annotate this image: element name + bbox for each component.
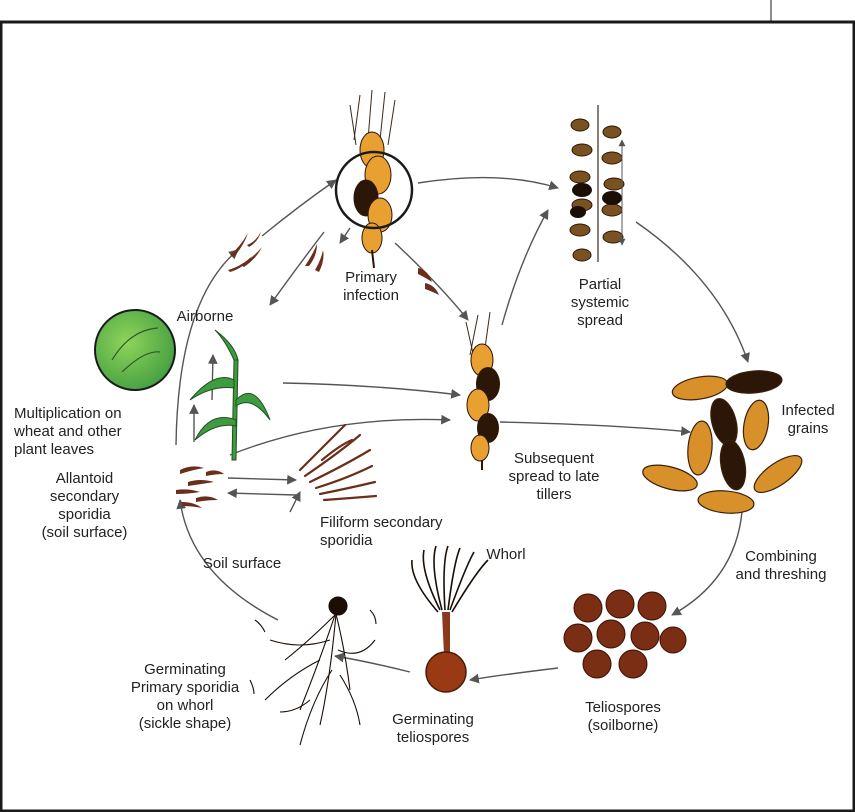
label-teliospores: Teliospores (soilborne) [568,699,678,735]
primary-sporidia-whorl [250,597,376,745]
infected-grains [640,369,807,516]
arrow-plant-up-2 [212,355,213,400]
partial-systemic-spike [570,105,624,262]
label-infected-grains: Infected grains [770,402,846,438]
arrow-to-partial-spread [418,178,558,188]
allantoid-sporidia [176,466,224,508]
arrow-airborne-to-spike [262,180,336,236]
label-airborne: Airborne [165,308,245,326]
germinating-teliospore [412,546,488,692]
label-whorl: Whorl [476,546,536,564]
label-filiform: Filiform secondary sporidia [320,514,500,550]
wheat-seedling [190,330,270,460]
arrow-allantoid-to-filiform [228,478,296,480]
late-tiller-spike [466,312,500,470]
arrow-teliospores-to-germinating [470,668,558,680]
filiform-sporidia [300,425,376,500]
primary-infection-spike [336,90,412,268]
label-subsequent-spread: Subsequent spread to late tillers [494,450,614,504]
label-germinating-primary: Germinating Primary sporidia on whorl (s… [110,661,260,733]
label-multiplication: Multiplication on wheat and other plant … [14,405,174,459]
label-soil-surface: Soil surface [182,555,302,573]
arrow-filiform-to-allantoid [228,493,296,495]
teliospores-cluster [564,590,686,678]
label-partial-systemic-spread: Partial systemic spread [560,276,640,330]
leaf-magnifier [95,310,175,390]
label-germinating-teliospores: Germinating teliospores [378,711,488,747]
arrow-late-to-partial [502,210,548,325]
arrow-leaf-to-grains [500,422,690,432]
arrow-spike-down-2 [340,228,350,243]
arrow-partial-to-grains [636,222,748,362]
label-allantoid: Allantoid secondary sporidia (soil surfa… [22,470,147,542]
arrow-leaf-to-late [283,383,460,395]
label-combining: Combining and threshing [716,548,846,584]
label-primary-infection: Primary infection [321,269,421,305]
